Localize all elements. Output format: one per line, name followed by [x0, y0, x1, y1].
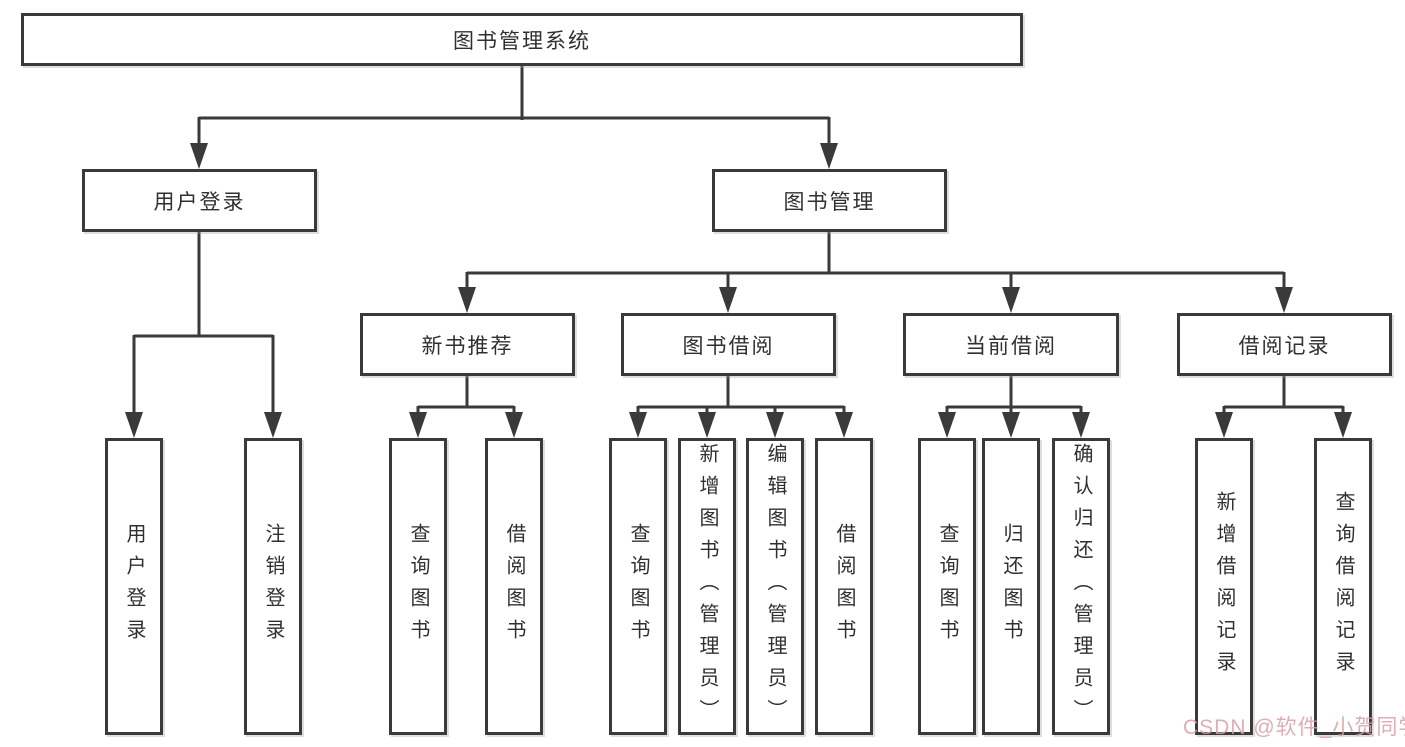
leaf-current-return-book: 归还图书	[982, 438, 1040, 735]
leaf-borrow-borrow-book: 借阅图书	[815, 438, 873, 735]
leaf-newbook-query-book: 查询图书	[389, 438, 447, 735]
leaf-user-login: 用户登录	[105, 438, 163, 735]
node-current-borrow: 当前借阅	[903, 313, 1119, 376]
node-new-book-recommend: 新书推荐	[360, 313, 575, 376]
node-borrow-record: 借阅记录	[1177, 313, 1392, 376]
node-book-management: 图书管理	[712, 169, 947, 232]
leaf-record-add-borrow-record: 新增借阅记录	[1195, 438, 1253, 735]
leaf-borrow-edit-book-admin: 编辑图书（管理员）	[746, 438, 804, 735]
node-root: 图书管理系统	[21, 13, 1023, 66]
leaf-newbook-borrow-book: 借阅图书	[485, 438, 543, 735]
leaf-borrow-add-book-admin: 新增图书（管理员）	[678, 438, 736, 735]
leaf-current-confirm-return-admin: 确认归还（管理员）	[1052, 438, 1110, 735]
leaf-current-query-book: 查询图书	[918, 438, 976, 735]
arrowhead-group	[125, 143, 1352, 438]
leaf-logout: 注销登录	[244, 438, 302, 735]
node-book-borrow: 图书借阅	[621, 313, 836, 376]
leaf-borrow-query-book: 查询图书	[609, 438, 667, 735]
node-user-login: 用户登录	[82, 169, 317, 232]
leaf-record-query-borrow-record: 查询借阅记录	[1314, 438, 1372, 735]
